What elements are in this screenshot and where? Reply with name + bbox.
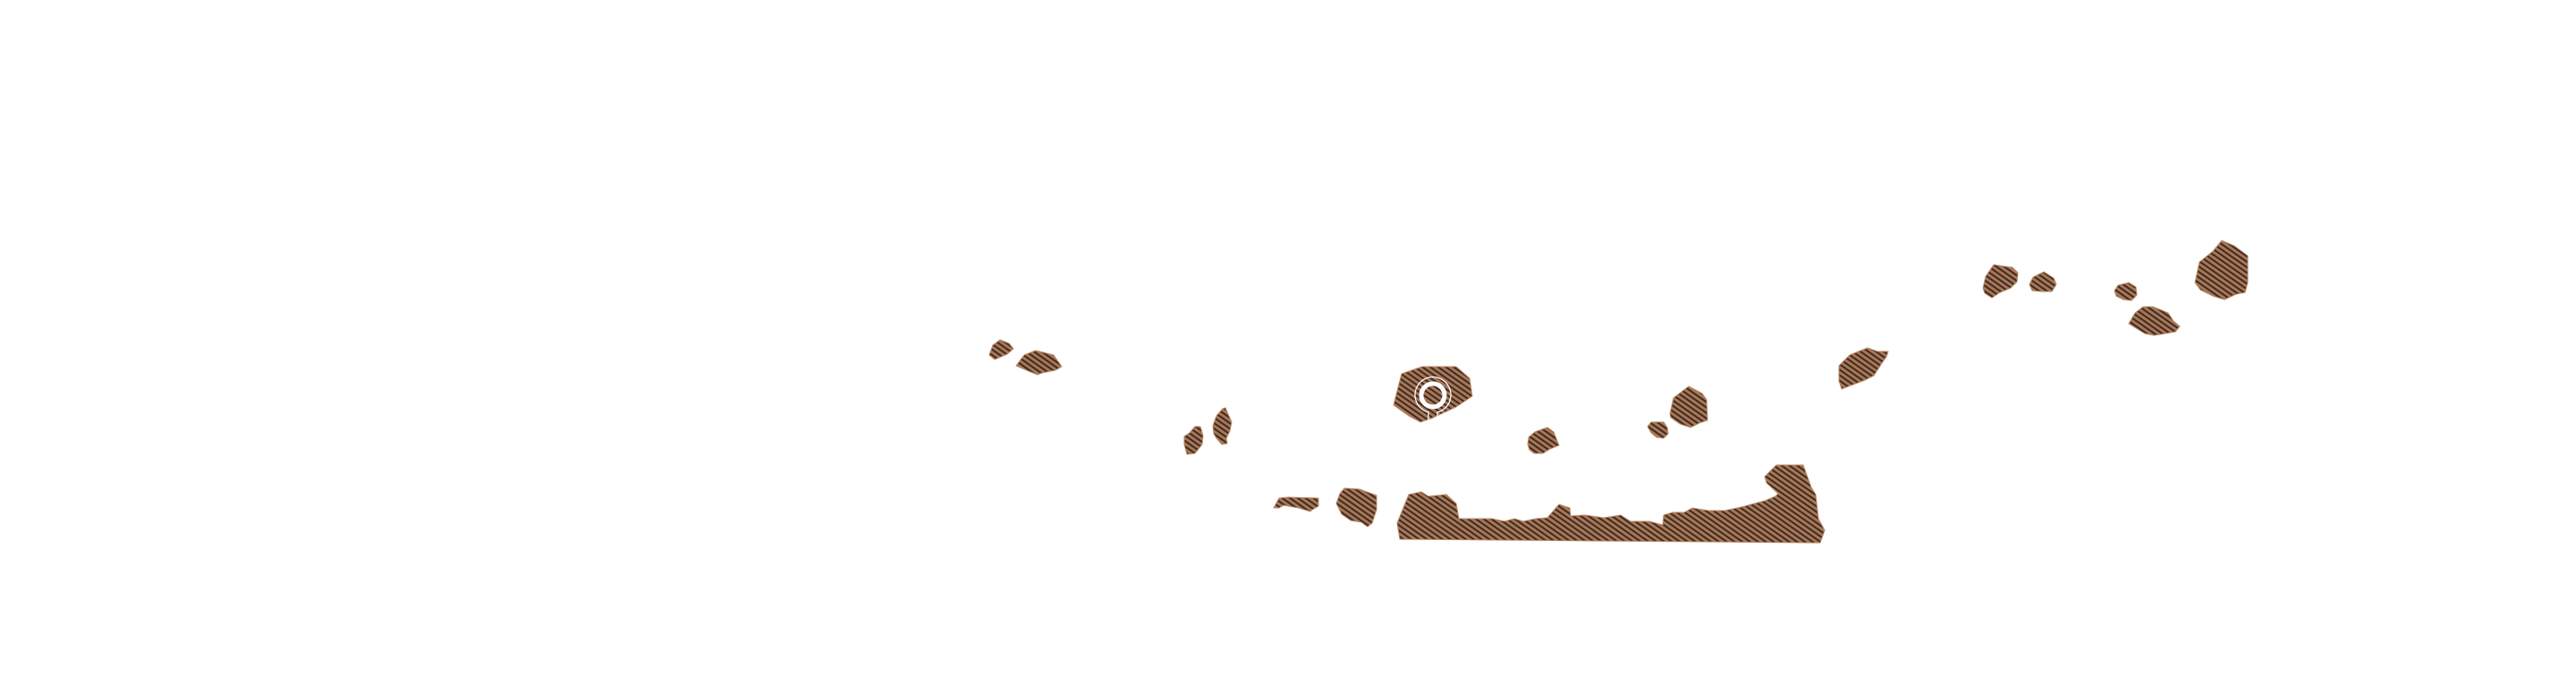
region-patch[interactable] [1273, 496, 1319, 512]
region-coastline-large[interactable] [1396, 464, 1826, 544]
region-patch[interactable] [2114, 282, 2138, 301]
region-patch[interactable] [988, 339, 1014, 360]
region-patch[interactable] [2128, 306, 2181, 336]
region-patch[interactable] [1335, 487, 1377, 528]
region-patch[interactable] [2194, 240, 2249, 300]
region-patch[interactable] [1527, 427, 1560, 454]
region-patch[interactable] [1647, 421, 1669, 439]
location-pin-ring [1419, 381, 1447, 410]
region-patch[interactable] [1982, 264, 2019, 299]
hatched-regions [988, 240, 2249, 544]
region-patch[interactable] [1015, 350, 1063, 376]
region-patch[interactable] [1669, 385, 1708, 428]
region-patch[interactable] [2029, 271, 2057, 292]
location-pin-outline [1414, 376, 1452, 420]
region-patch-selected[interactable] [1393, 366, 1473, 423]
location-pin-icon[interactable] [1414, 376, 1452, 420]
region-patch[interactable] [1212, 407, 1233, 445]
region-patch[interactable] [1183, 426, 1204, 455]
region-patch[interactable] [1838, 347, 1889, 390]
